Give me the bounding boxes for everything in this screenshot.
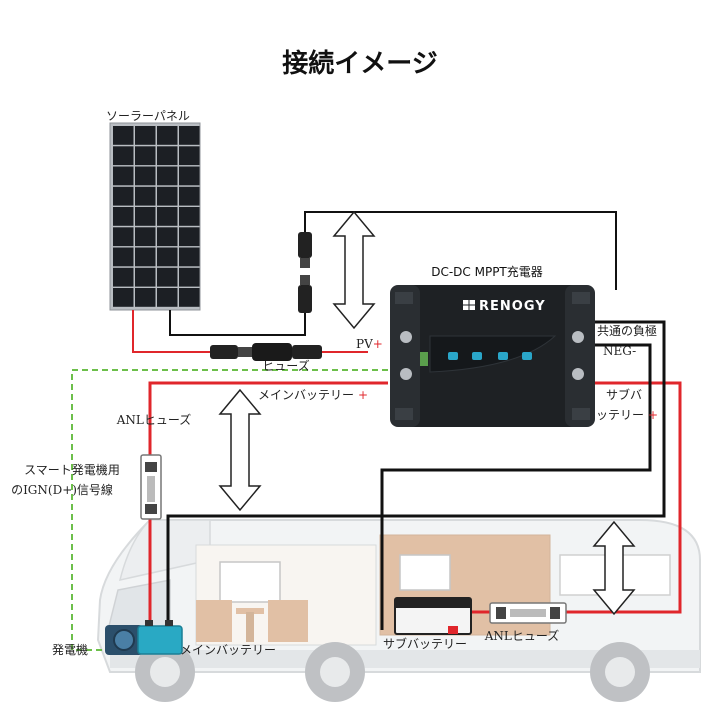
- solar-cell: [113, 288, 134, 307]
- dc-dc-mppt-charger: RENOGY: [390, 285, 595, 427]
- solar-cell: [113, 207, 134, 226]
- solar-cell: [157, 207, 178, 226]
- sub-battery-label: サブバッテリー: [383, 636, 467, 651]
- solar-cell: [157, 247, 178, 267]
- solar-cell: [179, 126, 200, 145]
- solar-cell: [179, 267, 200, 287]
- pv-fuse-label: ヒューズ: [262, 358, 309, 373]
- common-negative-wire-main: [166, 320, 666, 628]
- double-arrow-right: [592, 520, 636, 616]
- sub-battery: [394, 597, 472, 635]
- pv-positive-wire: [132, 310, 210, 353]
- solar-cell: [179, 247, 200, 267]
- solar-cell: [135, 267, 156, 287]
- solar-cell: [157, 288, 178, 307]
- pv-inline-fuse: [210, 343, 322, 361]
- solar-panel: [109, 122, 201, 311]
- solar-cell: [135, 146, 156, 166]
- solar-cell: [179, 227, 200, 247]
- main-battery-plus-label: メインバッテリー+: [258, 388, 368, 402]
- solar-cell: [179, 186, 200, 206]
- anl-fuse-main: [140, 454, 162, 520]
- anl-fuse-sub: [489, 602, 567, 624]
- solar-cell: [179, 146, 200, 166]
- solar-cell: [157, 186, 178, 206]
- sub-battery-plus-label-line1: サブバ: [606, 387, 642, 402]
- common-negative-label-line2: NEG-: [603, 344, 636, 358]
- sub-battery-plus-label-line2: ッテリー+: [596, 408, 658, 422]
- solar-cell: [113, 247, 134, 267]
- solar-cell: [113, 146, 134, 166]
- solar-cell: [157, 146, 178, 166]
- motorhome: [96, 519, 701, 702]
- ign-signal-wire: [71, 369, 388, 651]
- solar-cell: [157, 166, 178, 186]
- solar-cell: [135, 186, 156, 206]
- anl-fuse-main-label: ANLヒューズ: [116, 412, 192, 427]
- solar-cell: [113, 166, 134, 186]
- status-indicators: [448, 352, 532, 360]
- ign-label-line1: スマート発電機用: [24, 462, 120, 477]
- sub-battery-positive-wire: [566, 381, 682, 614]
- solar-cell: [135, 126, 156, 145]
- solar-cell: [157, 227, 178, 247]
- solar-cell: [113, 126, 134, 145]
- main-battery-positive-wire: [148, 381, 388, 457]
- renogy-logo-icon: [463, 300, 475, 310]
- anl-fuse-sub-label: ANLヒューズ: [484, 628, 560, 643]
- common-negative-label-line1: 共通の負極: [597, 323, 657, 338]
- solar-cell: [113, 186, 134, 206]
- pv-negative-wire: [169, 310, 306, 336]
- double-arrow-middle: [218, 388, 262, 512]
- solar-cell: [157, 267, 178, 287]
- pv-negative-return-wire: [304, 211, 617, 290]
- solar-cell: [135, 166, 156, 186]
- solar-cell: [179, 288, 200, 307]
- solar-panel-label: ソーラーパネル: [106, 109, 190, 123]
- solar-cell: [179, 207, 200, 226]
- solar-cell: [135, 288, 156, 307]
- solar-cell: [157, 126, 178, 145]
- mc4-connector-top: [298, 232, 312, 313]
- main-battery: [137, 620, 183, 655]
- solar-cell: [135, 207, 156, 226]
- double-arrow-top: [332, 210, 376, 330]
- controller-brand: RENOGY: [479, 299, 546, 314]
- solar-cell: [179, 166, 200, 186]
- common-negative-wire-sub: [380, 343, 652, 630]
- generator-label: 発電機: [52, 642, 88, 657]
- pv-plus-label: PV+: [356, 337, 383, 351]
- controller-label: DC-DC MPPT充電器: [431, 264, 543, 279]
- solar-cell: [113, 267, 134, 287]
- generator: [105, 625, 143, 655]
- main-battery-label: メインバッテリー: [180, 643, 276, 657]
- solar-cell: [135, 227, 156, 247]
- page-title: 接続イメージ: [282, 48, 437, 79]
- solar-cell: [135, 247, 156, 267]
- ign-label-line2: のIGN(D+)信号線: [11, 482, 113, 497]
- solar-cell: [113, 227, 134, 247]
